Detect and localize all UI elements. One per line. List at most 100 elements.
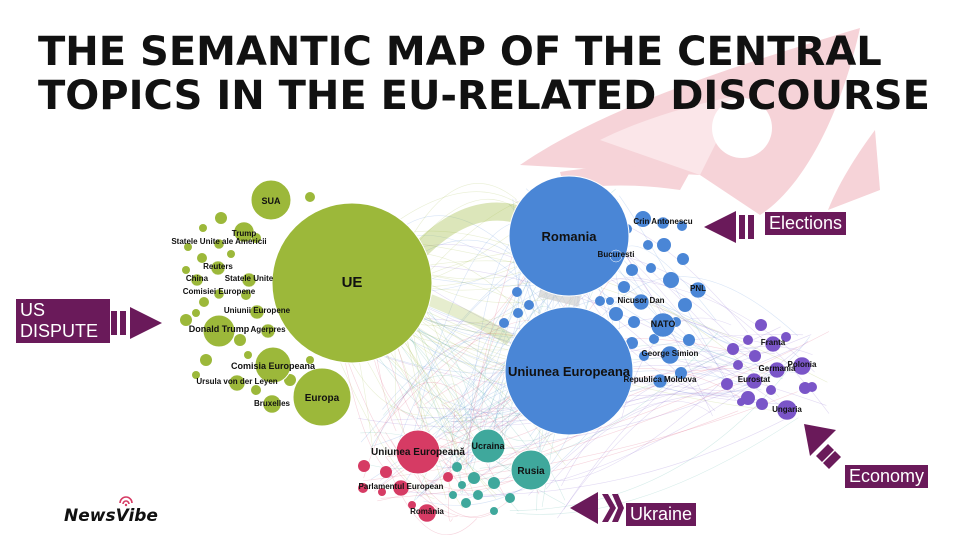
node-small (234, 334, 246, 346)
node-small (513, 308, 523, 318)
edge (549, 382, 721, 481)
node-eurostat (745, 372, 763, 390)
node-ungaria (776, 399, 798, 421)
node-label-statele-unite-ale-americii: Statele Unite ale Americii (171, 237, 266, 246)
node-small (468, 472, 480, 484)
node-small (737, 398, 745, 406)
node-small (490, 507, 498, 515)
node-donald-trump (202, 314, 236, 348)
node-statele-unite (241, 272, 257, 288)
node-small (505, 493, 515, 503)
edge (416, 259, 524, 498)
node-small (199, 224, 207, 232)
node-small (358, 483, 368, 493)
node-small (199, 297, 209, 307)
node-sua (250, 179, 292, 221)
node-label-sua: SUA (261, 196, 281, 206)
node-small (192, 371, 200, 379)
node-small (473, 490, 483, 500)
economy-callout: Economy (845, 465, 929, 488)
node-small (184, 243, 192, 251)
node-label-nato: NATO (651, 319, 676, 329)
node-label-franta: Franta (761, 338, 786, 347)
node-label-pnl: PNL (690, 284, 706, 293)
node-nato (650, 312, 676, 338)
node-ucraina (470, 428, 506, 464)
node-label-statele-unite: Statele Unite (225, 274, 274, 283)
edge (396, 315, 497, 499)
node-small (639, 351, 649, 361)
edge (363, 382, 485, 479)
node-china (190, 273, 204, 287)
node-ue (271, 202, 433, 364)
node-trump (233, 221, 255, 243)
node-small (452, 462, 462, 472)
node-small (380, 466, 392, 478)
ukraine-callout: Ukraine (626, 503, 697, 526)
node-label-donald-trump: Donald Trump (189, 324, 250, 334)
edge (408, 331, 462, 484)
edge (624, 336, 810, 395)
edge (557, 368, 723, 519)
node-uniunea-europeana (395, 429, 441, 475)
node-polonia (792, 356, 812, 376)
node-small (807, 382, 817, 392)
node-comisiei-europene (213, 288, 225, 300)
node-crin-antonescu (656, 216, 670, 230)
node-small (677, 221, 687, 231)
node-small (227, 250, 235, 258)
node-small (721, 378, 733, 390)
node-small (618, 281, 630, 293)
edge (563, 346, 813, 510)
node-republica-moldova (652, 373, 668, 389)
page-title: THE SEMANTIC MAP OF THE CENTRAL TOPICS I… (38, 29, 930, 119)
economy-label: Economy (849, 466, 925, 486)
node-small (443, 472, 453, 482)
node-small (251, 385, 261, 395)
node-label-europa: Europa (305, 393, 340, 404)
node-label-comisiei-europene: Comisiei Europene (183, 287, 256, 296)
economy-arrow-icon (804, 424, 841, 469)
signal-icon (119, 496, 133, 507)
node-label-comisia-europeana: Comisia Europeana (231, 361, 316, 371)
node-small (458, 481, 466, 489)
node-label-ue: UE (342, 274, 363, 291)
edge (589, 276, 799, 337)
node-bucuresti (609, 249, 623, 263)
edge (413, 268, 533, 407)
node-label-rusia: Rusia (517, 466, 545, 477)
node-label-uniunea-europeana: Uniunea Europeana (508, 364, 631, 379)
edge (528, 400, 711, 496)
node-small (756, 398, 768, 410)
node-parlamentul-european (392, 479, 410, 497)
node-small (675, 367, 687, 379)
elections-label: Elections (769, 213, 843, 233)
edge-bundle (413, 202, 523, 257)
node-franta (764, 335, 782, 353)
edge (465, 231, 521, 467)
edge (423, 412, 604, 506)
node-label-uniunii-europene: Uniunii Europene (224, 306, 291, 315)
node-romania (508, 175, 630, 297)
node-label-nicusor-dan: Nicusor Dan (617, 296, 664, 305)
node-uniunea-europeana (504, 306, 634, 436)
node-small (643, 240, 653, 250)
node-small (628, 316, 640, 328)
node-small (197, 253, 207, 263)
edge (360, 432, 519, 512)
edge (397, 406, 458, 518)
edge (545, 394, 749, 490)
us-dispute-arrow-icon (111, 307, 162, 339)
node-label-ungaria: Ungaria (772, 405, 802, 414)
node-label-bruxelles: Bruxelles (254, 399, 291, 408)
node-label-parlamentul-european: Parlamentul European (359, 482, 444, 491)
node-small (378, 488, 386, 496)
edge (479, 328, 516, 445)
edge (473, 340, 809, 499)
node-small (766, 385, 776, 395)
us-dispute-label: US DISPUTE (20, 300, 99, 341)
node-label-republica-moldova: Republica Moldova (624, 375, 697, 384)
node-small (358, 460, 370, 472)
elections-arrow-icon (704, 211, 754, 243)
